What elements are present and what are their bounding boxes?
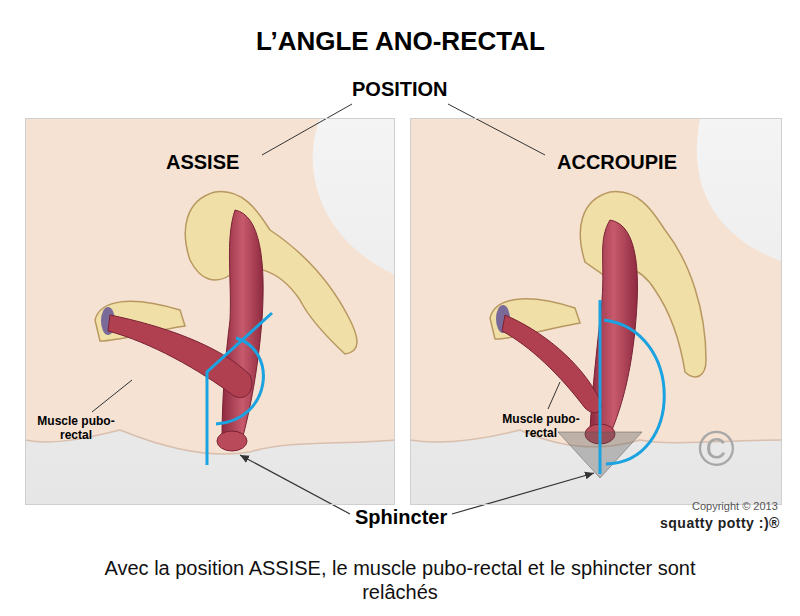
heading-label: POSITION — [352, 78, 448, 101]
watermark: © — [698, 420, 735, 478]
image-panel: ASSISE Muscle pubo-rectal — [25, 118, 395, 505]
position-heading: ACCROUPIE — [557, 151, 677, 174]
title: L’ANGLE ANO-RECTAL — [256, 26, 545, 57]
part-label: Muscle pubo-rectal — [499, 413, 583, 441]
part-label: Sphincter — [355, 506, 447, 529]
logo-text: squatty potty :)® — [660, 515, 780, 531]
copyright-note: Copyright © 2013 — [692, 500, 778, 512]
position-heading: ASSISE — [166, 151, 239, 174]
part-label: Muscle pubo-rectal — [34, 415, 118, 443]
caption: Avec la position ASSISE, le muscle pubo-… — [100, 556, 700, 604]
